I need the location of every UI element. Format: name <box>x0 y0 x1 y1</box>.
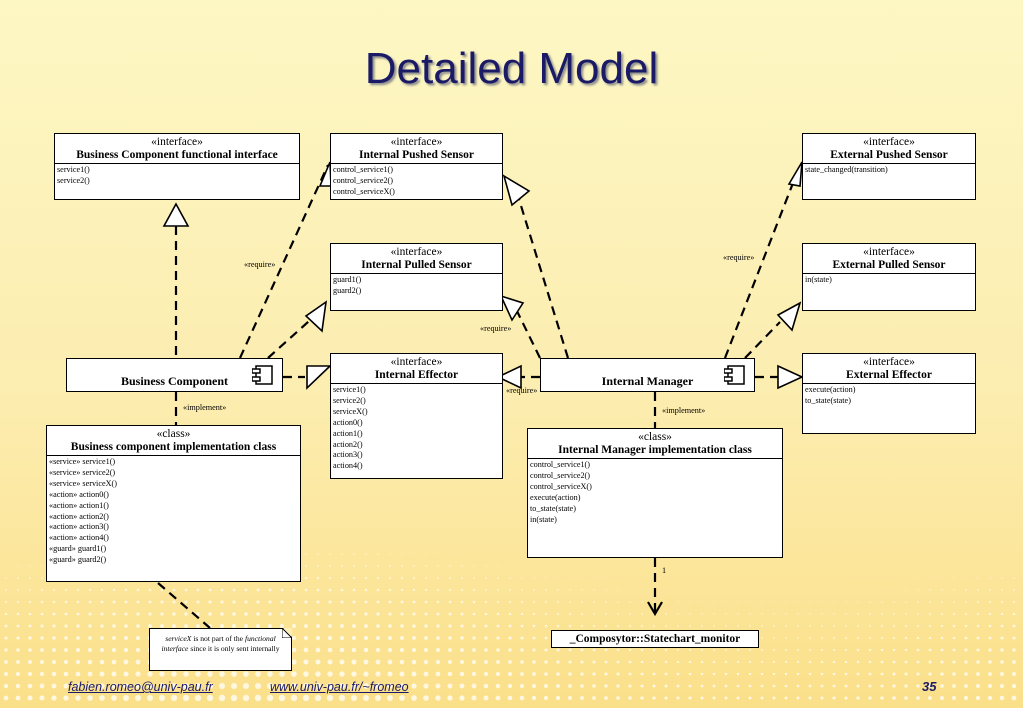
operation: «service» serviceX() <box>49 478 117 488</box>
slide-title: Detailed Model <box>364 44 659 93</box>
interface-name: External Effector <box>846 369 932 381</box>
interface-internal-pulled-sensor: «interface»Internal Pulled Sensor guard1… <box>330 243 503 311</box>
operation: execute(action) <box>805 385 856 394</box>
operation: «action» action1() <box>49 500 109 510</box>
stereotype-label: «interface» <box>863 356 915 368</box>
operation: action3() <box>333 450 363 460</box>
interface-external-pushed-sensor: «interface»External Pushed Sensor state_… <box>802 133 976 200</box>
stereotype-label: «interface» <box>863 246 915 258</box>
class-business-component-implementation: «class»Business component implementation… <box>46 425 301 582</box>
operation: control_serviceX() <box>530 481 592 491</box>
operation: serviceX() <box>333 406 368 416</box>
require-label: «require» <box>244 260 276 269</box>
operation: to_state(state) <box>530 503 576 513</box>
page-number: 35 <box>922 679 937 694</box>
stereotype-label: «interface» <box>863 136 915 148</box>
operation: «action» action2() <box>49 511 109 521</box>
stereotype-label: «class» <box>156 428 191 440</box>
operation: «service» service1() <box>49 457 116 466</box>
operation: state_changed(transition) <box>805 165 888 174</box>
operations-list: service1()service2()serviceX()action0()a… <box>331 384 502 473</box>
operation: execute(action) <box>530 492 581 502</box>
interface-internal-effector: «interface»Internal Effector service1()s… <box>330 353 503 479</box>
operation: «action» action3() <box>49 522 109 532</box>
implement-label: «implement» <box>183 403 227 412</box>
operations-list: in(state) <box>803 274 975 287</box>
operations-list: «service» service1()«service» service2()… <box>47 456 300 567</box>
component-name: Business Component <box>120 374 229 388</box>
class-name: Internal Manager implementation class <box>558 444 752 456</box>
interface-name: External Pulled Sensor <box>832 259 946 271</box>
require-label: «require» <box>723 253 755 262</box>
component-name: Internal Manager <box>601 374 694 388</box>
note-text-italic: functional interface <box>161 634 276 653</box>
statechart-monitor-box: _Composytor::Statechart_monitor <box>551 630 759 648</box>
operation: control_service1() <box>530 460 591 469</box>
operation: service1() <box>333 385 366 394</box>
operation: service2() <box>333 395 366 405</box>
multiplicity-label: 1 <box>662 566 667 575</box>
operation: in(state) <box>530 514 557 524</box>
operation: control_service2() <box>530 470 591 480</box>
operation: «action» action0() <box>49 489 109 499</box>
class-name: Business component implementation class <box>70 441 277 453</box>
interface-external-pulled-sensor: «interface»External Pulled Sensor in(sta… <box>802 243 976 311</box>
class-internal-manager-implementation: «class»Internal Manager implementation c… <box>527 428 783 558</box>
operation: in(state) <box>805 275 832 284</box>
component-icon <box>724 365 745 385</box>
operation: control_serviceX() <box>333 186 395 196</box>
operation: «guard» guard2() <box>49 555 107 565</box>
require-label: «require» <box>506 386 538 395</box>
operation: control_service1() <box>333 165 394 174</box>
operation: «service» service2() <box>49 467 116 477</box>
operations-list: execute(action)to_state(state) <box>803 384 975 408</box>
interface-name: Business Component functional interface <box>76 149 278 161</box>
operation: guard2() <box>333 285 362 295</box>
interface-external-effector: «interface»External Effector execute(act… <box>802 353 976 434</box>
operation: service1() <box>57 165 90 174</box>
implement-label: «implement» <box>662 406 706 415</box>
operation: action0() <box>333 417 363 427</box>
operations-list: state_changed(transition) <box>803 164 975 177</box>
operation: service2() <box>57 175 90 185</box>
stereotype-label: «class» <box>638 431 672 443</box>
note-text: is not part of the <box>191 634 245 643</box>
note-text-italic: serviceX <box>165 634 192 643</box>
stereotype-label: «interface» <box>390 246 443 258</box>
component-business-component: Business Component <box>66 358 283 392</box>
interface-name: Internal Effector <box>374 369 459 381</box>
stereotype-label: «interface» <box>151 136 203 148</box>
note-fold-icon <box>282 628 292 638</box>
operations-list: control_service1()control_service2()cont… <box>528 459 782 526</box>
stereotype-label: «interface» <box>390 136 443 148</box>
operation: action4() <box>333 461 363 471</box>
operations-list: control_service1()control_service2()cont… <box>331 164 502 199</box>
operations-list: service1()service2() <box>55 164 299 188</box>
footer-email-link[interactable]: fabien.romeo@univ-pau.fr <box>68 680 213 694</box>
comment-note: serviceX is not part of the functional i… <box>149 628 292 671</box>
operation: «guard» guard1() <box>49 544 107 554</box>
operation: action2() <box>333 439 363 449</box>
require-label: «require» <box>480 324 512 333</box>
interface-name: Internal Pulled Sensor <box>361 259 472 271</box>
stereotype-label: «interface» <box>390 356 443 368</box>
interface-name: External Pushed Sensor <box>830 149 948 161</box>
interface-internal-pushed-sensor: «interface»Internal Pushed Sensor contro… <box>330 133 503 200</box>
component-icon <box>252 365 273 385</box>
operation: to_state(state) <box>805 395 851 405</box>
operation: guard1() <box>333 275 362 284</box>
note-text: since it is only sent internally <box>188 644 280 653</box>
component-internal-manager: Internal Manager <box>540 358 755 392</box>
operation: action1() <box>333 428 363 438</box>
interface-business-component-functional: «interface»Business Component functional… <box>54 133 300 200</box>
footer-url-link[interactable]: www.univ-pau.fr/~fromeo <box>270 680 409 694</box>
interface-name: Internal Pushed Sensor <box>358 149 475 161</box>
operation: «action» action4() <box>49 533 109 543</box>
operations-list: guard1()guard2() <box>331 274 502 298</box>
operation: control_service2() <box>333 175 394 185</box>
